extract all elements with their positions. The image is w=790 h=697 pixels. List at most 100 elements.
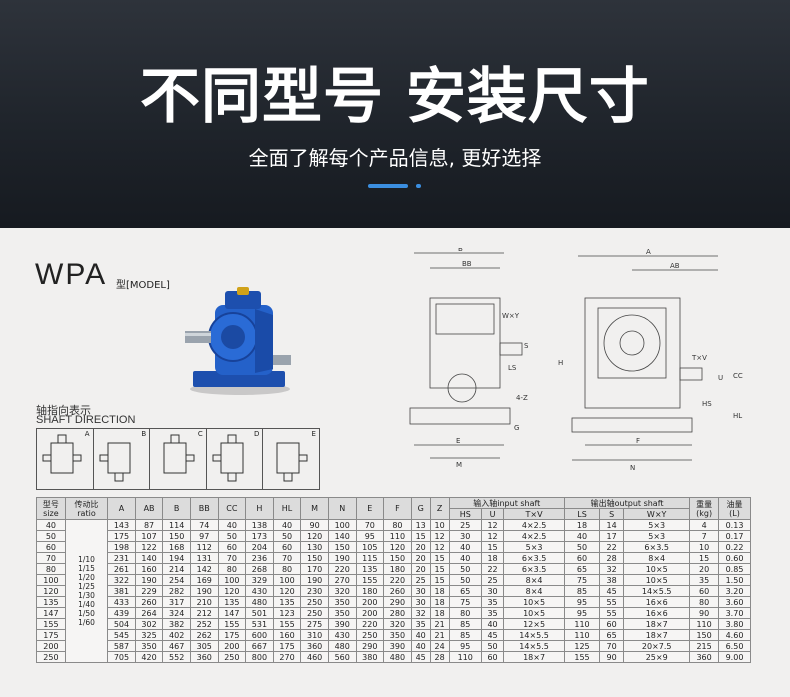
table-cell: 175: [217, 629, 247, 641]
table-cell: 317: [162, 596, 191, 608]
table-cell: 6.50: [718, 640, 751, 652]
table-cell: 270: [272, 651, 302, 663]
table-cell: 14×5.5: [623, 585, 691, 597]
table-cell: 85: [563, 585, 601, 597]
header-col: W×Y: [623, 508, 691, 520]
table-cell: 100: [217, 574, 247, 586]
dimension-drawing: B BB W×Y S LS H 4-Z G E M A AB T×V U HS …: [409, 248, 743, 472]
direction-b: B: [94, 429, 151, 489]
table-cell: 18: [429, 596, 450, 608]
table-cell: 800: [245, 651, 274, 663]
table-cell: 160: [272, 629, 302, 641]
table-cell: 250: [217, 651, 247, 663]
table-cell: 80: [448, 607, 482, 619]
table-cell: 501: [245, 607, 274, 619]
table-cell: 190: [327, 552, 357, 564]
table-cell: 215: [689, 640, 720, 652]
table-cell: 382: [162, 618, 191, 630]
header-col: Z: [429, 497, 450, 520]
label-s: S: [524, 342, 529, 350]
table-cell: 40: [448, 541, 482, 553]
table-cell: 5×3: [503, 541, 565, 553]
table-cell: 95: [448, 640, 482, 652]
direction-letter: D: [253, 430, 260, 438]
header-col: HS: [448, 508, 482, 520]
direction-a-sketch: [42, 434, 82, 474]
table-cell: 260: [383, 585, 412, 597]
header-col: G: [410, 497, 431, 520]
label-b: B: [458, 248, 463, 253]
table-cell: 50: [217, 530, 247, 542]
table-cell: 198: [107, 541, 136, 553]
cell-size: 175: [36, 629, 66, 641]
table-cell: 212: [189, 607, 219, 619]
table-cell: 85: [448, 618, 482, 630]
table-cell: 12: [429, 541, 450, 553]
cell-size: 100: [36, 574, 66, 586]
table-cell: 9.00: [718, 651, 751, 663]
ratio-value: 1/30: [78, 591, 95, 600]
table-cell: 10×5: [503, 607, 565, 619]
table-cell: 220: [327, 563, 357, 575]
cell-size: 135: [36, 596, 66, 608]
table-cell: 45: [599, 585, 625, 597]
table-cell: 705: [107, 651, 136, 663]
table-cell: 55: [599, 607, 625, 619]
table-cell: 10×5: [623, 574, 691, 586]
header-col: N: [327, 497, 357, 520]
label-m: M: [456, 461, 462, 469]
table-cell: 32: [599, 563, 625, 575]
table-cell: 1.50: [718, 574, 751, 586]
cell-size: 155: [36, 618, 66, 630]
table-cell: 180: [355, 585, 385, 597]
cell-size: 80: [36, 563, 66, 575]
table-cell: 45: [410, 651, 431, 663]
table-cell: 50: [448, 563, 482, 575]
table-cell: 125: [563, 640, 601, 652]
table-cell: 420: [134, 651, 164, 663]
table-cell: 10×5: [503, 596, 565, 608]
ratio-value: 1/10: [78, 555, 95, 564]
cell-size: 250: [36, 651, 66, 663]
table-cell: 35: [410, 618, 431, 630]
table-cell: 252: [189, 618, 219, 630]
table-cell: 480: [383, 651, 412, 663]
table-cell: 120: [300, 530, 329, 542]
table-cell: 14: [599, 519, 625, 531]
label-n: N: [630, 464, 635, 472]
table-cell: 190: [300, 574, 329, 586]
label-ab: AB: [670, 262, 680, 270]
table-cell: 22: [599, 541, 625, 553]
table-cell: 40: [410, 629, 431, 641]
table-cell: 324: [162, 607, 191, 619]
ratio-value: 1/40: [78, 600, 95, 609]
table-cell: 28: [599, 552, 625, 564]
table-cell: 18: [480, 552, 505, 564]
table-cell: 0.17: [718, 530, 751, 542]
table-cell: 329: [245, 574, 274, 586]
table-cell: 190: [134, 574, 164, 586]
table-cell: 180: [383, 563, 412, 575]
table-cell: 214: [162, 563, 191, 575]
table-cell: 15: [429, 552, 450, 564]
shaft-direction-diagram: A B C D E: [36, 428, 320, 490]
direction-d: D: [207, 429, 264, 489]
table-cell: 50: [480, 640, 505, 652]
label-4z: 4-Z: [516, 394, 528, 402]
table-cell: 200: [355, 607, 385, 619]
table-cell: 12×5: [503, 618, 565, 630]
label-bb: BB: [462, 260, 472, 268]
table-cell: 381: [107, 585, 136, 597]
table-cell: 204: [245, 541, 274, 553]
header-col: B: [162, 497, 191, 520]
table-cell: 170: [300, 563, 329, 575]
table-cell: 175: [107, 530, 136, 542]
table-cell: 3.20: [718, 585, 751, 597]
table-cell: 0.85: [718, 563, 751, 575]
table-cell: 60: [563, 552, 601, 564]
table-cell: 80: [689, 596, 720, 608]
table-cell: 20: [410, 552, 431, 564]
table-cell: 80: [383, 519, 412, 531]
header-weight: 重量(kg): [689, 497, 720, 520]
table-cell: 155: [355, 574, 385, 586]
